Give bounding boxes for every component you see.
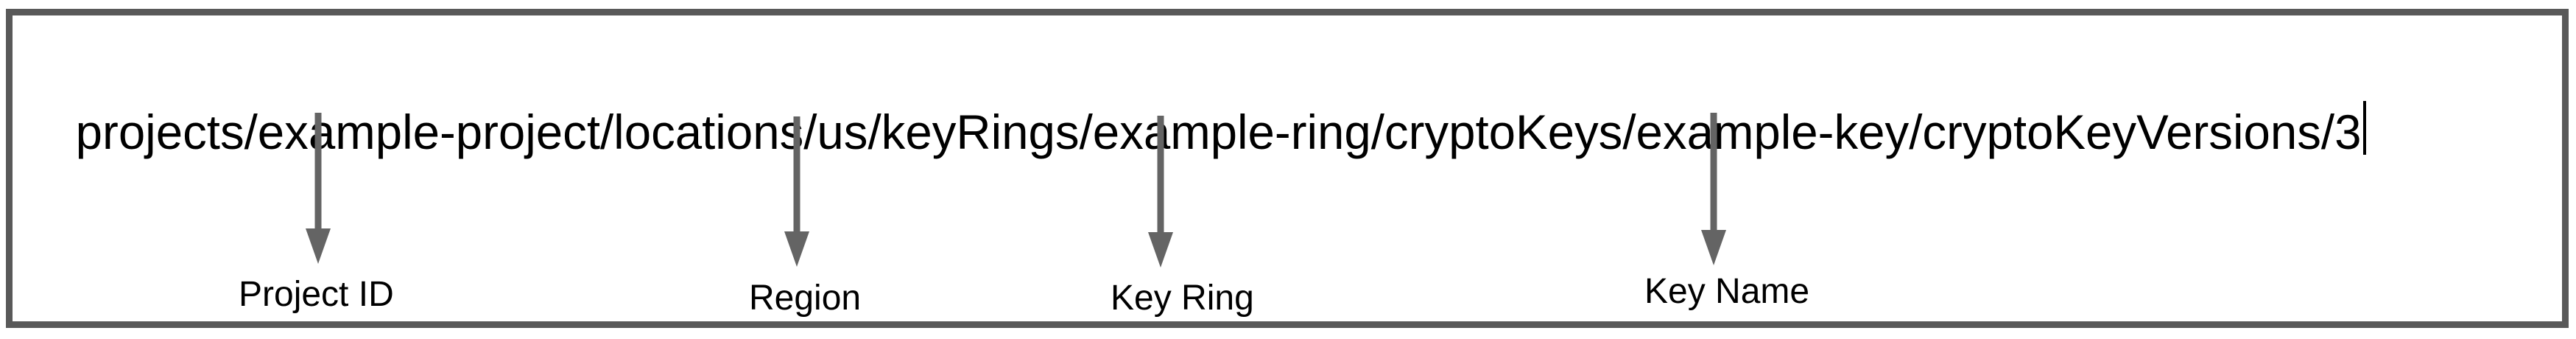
resource-path-line[interactable]: projects/example-project/locations/us/ke… xyxy=(22,53,2367,205)
text-cursor xyxy=(2363,101,2367,155)
key-name-label: Key Name xyxy=(1644,272,1810,311)
resource-path-input-box[interactable] xyxy=(6,9,2569,328)
resource-path-text: projects/example-project/locations/us/ke… xyxy=(75,105,2362,160)
project-id-label: Project ID xyxy=(239,275,394,314)
region-label: Region xyxy=(749,279,862,318)
key-ring-label: Key Ring xyxy=(1111,279,1254,318)
